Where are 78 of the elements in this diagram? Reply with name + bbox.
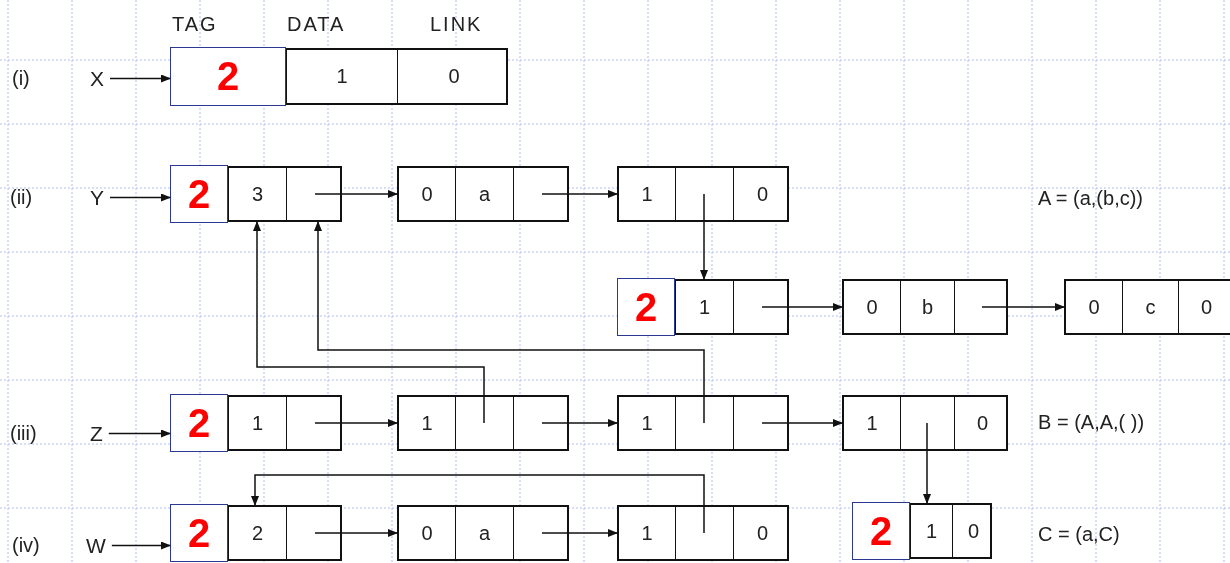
tag-field: 0 — [399, 168, 455, 220]
list-definition: B = (A,A,( )) — [1038, 412, 1145, 432]
list-node-box — [842, 279, 1008, 335]
tag-field: 1 — [619, 168, 675, 220]
list-node-box — [852, 503, 992, 559]
list-node-box — [842, 395, 1008, 451]
data-field: b — [900, 281, 954, 333]
pointer-arrow — [314, 190, 398, 198]
tag-field: 1 — [619, 397, 675, 449]
tag-field: 2 — [170, 165, 228, 223]
row-number: (iv) — [12, 535, 40, 555]
pointer-variable: Y — [90, 187, 104, 208]
pointer-arrow — [541, 190, 618, 198]
tag-field: 2 — [852, 502, 910, 560]
list-node-box — [170, 48, 508, 105]
list-node-box — [1064, 279, 1230, 335]
column-header: TAG — [172, 14, 218, 34]
pointer-variable: X — [90, 68, 104, 89]
pointer-arrow — [541, 419, 618, 427]
row-number: (i) — [12, 68, 30, 88]
pointer-arrow — [761, 419, 843, 427]
tag-field: 0 — [1066, 281, 1122, 333]
list-node-box — [170, 166, 342, 222]
list-node-box — [397, 505, 569, 561]
pointer-arrow — [314, 221, 705, 424]
list-node-box — [397, 166, 569, 222]
list-node-box — [397, 395, 569, 451]
list-node-box — [617, 505, 789, 561]
pointer-arrow — [541, 529, 618, 537]
list-node-box — [170, 395, 342, 451]
row-number: (iii) — [10, 423, 37, 443]
data-field: 2 — [228, 507, 286, 559]
list-node-box — [617, 395, 789, 451]
pointer-arrow — [253, 221, 485, 424]
data-field: 1 — [910, 505, 952, 557]
list-node-box — [617, 279, 789, 335]
link-field: 0 — [733, 168, 791, 220]
pointer-arrow — [700, 193, 708, 280]
link-field: 0 — [1178, 281, 1230, 333]
data-field: 3 — [228, 168, 286, 220]
tag-field: 2 — [170, 47, 286, 106]
link-field: 0 — [954, 397, 1010, 449]
column-header: LINK — [430, 14, 483, 34]
pointer-variable: Z — [90, 423, 103, 444]
row-number: (ii) — [10, 187, 33, 207]
pointer-arrow — [109, 193, 171, 202]
data-field: 1 — [286, 50, 397, 103]
pointer-arrow — [314, 529, 398, 537]
data-field: c — [1122, 281, 1178, 333]
pointer-arrow — [923, 422, 931, 504]
pointer-arrow — [109, 74, 171, 83]
tag-field: 2 — [170, 504, 228, 562]
tag-field: 1 — [619, 507, 675, 559]
tag-field: 2 — [617, 278, 675, 336]
tag-field: 2 — [170, 394, 228, 452]
list-node-box — [617, 166, 789, 222]
list-definition: A = (a,(b,c)) — [1038, 188, 1144, 208]
pointer-arrow — [761, 303, 843, 311]
list-node-box — [170, 505, 342, 561]
list-definition: C = (a,C) — [1038, 524, 1120, 544]
pointer-variable: W — [86, 535, 106, 556]
pointer-arrow — [314, 419, 398, 427]
tag-field: 1 — [844, 397, 900, 449]
data-field: a — [455, 507, 513, 559]
link-field: 0 — [733, 507, 791, 559]
pointer-arrow — [981, 303, 1065, 311]
tag-field: 1 — [399, 397, 455, 449]
pointer-arrow — [251, 474, 705, 534]
pointer-arrow — [108, 429, 171, 438]
link-field: 0 — [397, 50, 510, 103]
column-header: DATA — [287, 14, 346, 34]
tag-field: 0 — [844, 281, 900, 333]
data-field: a — [455, 168, 513, 220]
pointer-arrow — [111, 541, 171, 550]
link-field: 0 — [952, 505, 994, 557]
data-field: 1 — [675, 281, 733, 333]
tag-field: 0 — [399, 507, 455, 559]
data-field: 1 — [228, 397, 286, 449]
